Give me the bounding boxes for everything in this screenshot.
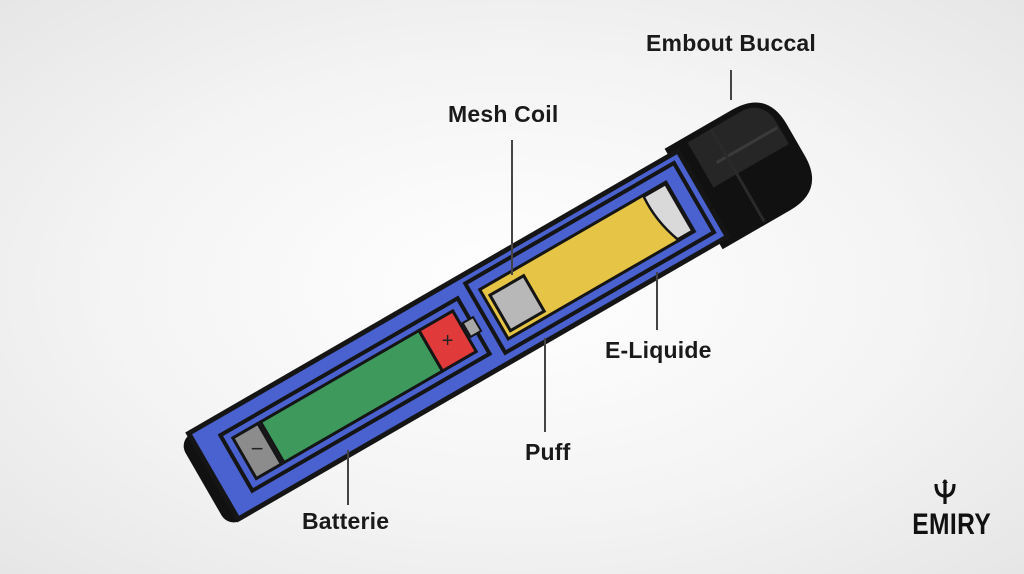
battery-positive-terminal: +	[416, 308, 483, 374]
positive-sign: +	[442, 330, 454, 352]
label-e-liquid: E-Liquide	[605, 337, 712, 363]
trident-icon	[934, 479, 956, 504]
negative-sign: −	[251, 436, 264, 461]
label-mouthpiece: Embout Buccal	[646, 30, 817, 56]
label-puff: Puff	[525, 439, 571, 465]
brand-logo: EMIRY	[905, 478, 992, 542]
battery-negative-terminal: −	[230, 421, 284, 481]
mesh-coil	[487, 273, 547, 333]
label-mesh-coil: Mesh Coil	[448, 101, 559, 127]
label-battery: Batterie	[302, 508, 390, 534]
vape-device: − +	[183, 102, 813, 523]
brand-name: EMIRY	[912, 508, 992, 541]
